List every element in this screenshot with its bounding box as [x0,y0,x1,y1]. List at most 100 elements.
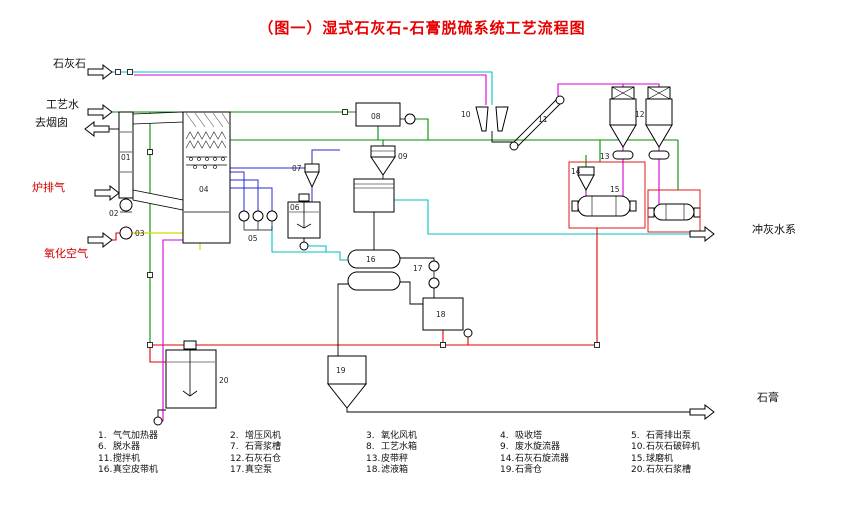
oxidation-fan-03 [119,226,133,240]
legend-name: 工艺水箱 [381,442,418,453]
legend-name: 真空泵 [245,465,273,476]
hydrocyclone-07 [304,158,320,189]
tag-09: 09 [398,152,408,161]
gypsum-silo-19 [326,355,368,409]
boiler-exhaust-arrow [94,184,120,202]
legend-item: 9. 废水旋流器 [500,442,631,453]
legend-name: 增压风机 [245,431,282,441]
tag-15: 15 [610,185,620,194]
legend-name: 气气加热器 [113,431,159,441]
legend-item: 18.滤液箱 [366,465,500,476]
legend-item: 14.石灰石旋流器 [500,454,631,465]
vacuum-belt-16 [347,249,401,291]
slurry-pump-icon [299,241,309,251]
belt-scale-13 [612,150,670,160]
oxidation-air-arrow [87,231,113,249]
diagram-title: （图一）湿式石灰石-石膏脱硫系统工艺流程图 [258,19,586,37]
legend-name: 石膏仓 [515,465,543,476]
mill-group-outlines [568,161,701,233]
legend-number: 13. [366,453,381,464]
legend-item: 15.球磨机 [631,454,771,465]
legend-number: 20. [631,465,646,476]
legend-item: 10.石灰石破碎机 [631,442,771,453]
ash-water-arrow [689,225,715,243]
legend-item: 4.吸收塔 [500,431,631,442]
tag-05: 05 [248,234,258,243]
limestone-slurry-tank-20 [153,340,217,426]
tag-14: 14 [571,167,581,176]
legend-number: 6. [98,442,107,453]
legend-number: 3. [366,431,375,441]
legend-item: 1.气气加热器 [98,431,230,442]
legend-number: 12. [230,453,245,464]
legend-name: 石灰石破碎机 [646,442,701,453]
limestone-label: 石灰石 [53,57,86,70]
legend-number: 14. [500,453,515,464]
legend-item: 19.石膏仓 [500,465,631,476]
legend-name: 废水旋流器 [515,442,561,453]
tag-20: 20 [219,376,229,385]
pipes-yellow [132,232,201,250]
conveyor-11 [509,95,565,151]
gypsum-label: 石膏 [757,391,779,404]
legend-number: 10. [631,442,646,453]
tag-02: 02 [109,209,119,218]
legend-item: 8.工艺水箱 [366,442,500,453]
legend-item: 2.增压风机 [230,431,366,442]
legend-number: 15. [631,453,646,464]
limestone-cyclone-14 [577,166,595,192]
legend-name: 石灰石浆槽 [646,465,692,476]
flue-gas-ducts [132,111,184,211]
legend-name: 吸收塔 [515,431,543,441]
tag-16: 16 [366,255,376,264]
filtrate-pump-icon [463,328,473,338]
ash-water-label: 冲灰水系 [752,223,796,236]
tag-19: 19 [336,366,346,375]
limestone-crusher-10 [475,106,509,132]
legend-name: 石膏浆槽 [245,442,282,453]
pipes-red [112,228,598,363]
boiler-exhaust-label: 炉排气 [32,181,65,194]
pipes-blue [230,149,340,211]
junction-nodes [115,69,600,348]
tag-06: 06 [290,203,300,212]
legend-item: 7. 石膏浆槽 [230,442,366,453]
legend-number: 17. [230,465,245,476]
equipment-shapes [118,86,701,426]
slurry-feed-pump-icon [153,416,163,426]
legend-item: 13.皮带秤 [366,454,500,465]
legend-item: 3.氧化风机 [366,431,500,442]
tag-12: 12 [635,110,645,119]
recycle-pumps-05 [238,210,278,231]
gas-gas-heater-01 [118,111,134,199]
absorber-tower-04 [182,111,231,244]
legend-name: 石灰石仓 [245,453,282,464]
process-water-label: 工艺水 [46,98,79,111]
legend-number: 5. [631,431,640,441]
legend-number: 7. [230,442,239,453]
legend-item: 17.真空泵 [230,465,366,476]
legend: 1.气气加热器 2.增压风机 3.氧化风机 4.吸收塔 5. 石膏排出泵 6.脱水… [98,431,771,477]
flow-arrows [84,63,715,421]
tag-04: 04 [199,185,209,194]
tag-07: 07 [292,164,302,173]
legend-name: 皮带秤 [381,453,409,464]
legend-item: 16.真空皮带机 [98,465,230,476]
tag-17: 17 [413,264,423,273]
legend-item: 6.脱水器 [98,442,230,453]
legend-item: 12.石灰石仓 [230,454,366,465]
tag-13: 13 [600,152,610,161]
limestone-silo-12 [609,86,673,148]
equipment-tags: 01 02 03 04 05 06 07 08 09 10 11 12 13 1… [109,110,645,385]
legend-name: 滤液箱 [381,465,409,476]
tag-10: 10 [461,110,471,119]
legend-item: 20.石灰石浆槽 [631,465,771,476]
legend-number: 9. [500,442,509,453]
tag-08: 08 [371,112,381,121]
legend-name: 石膏排出泵 [646,431,692,441]
legend-name: 搅拌机 [113,453,141,464]
tag-18: 18 [436,310,446,319]
limestone-arrow [87,63,113,81]
legend-number: 16. [98,465,113,476]
